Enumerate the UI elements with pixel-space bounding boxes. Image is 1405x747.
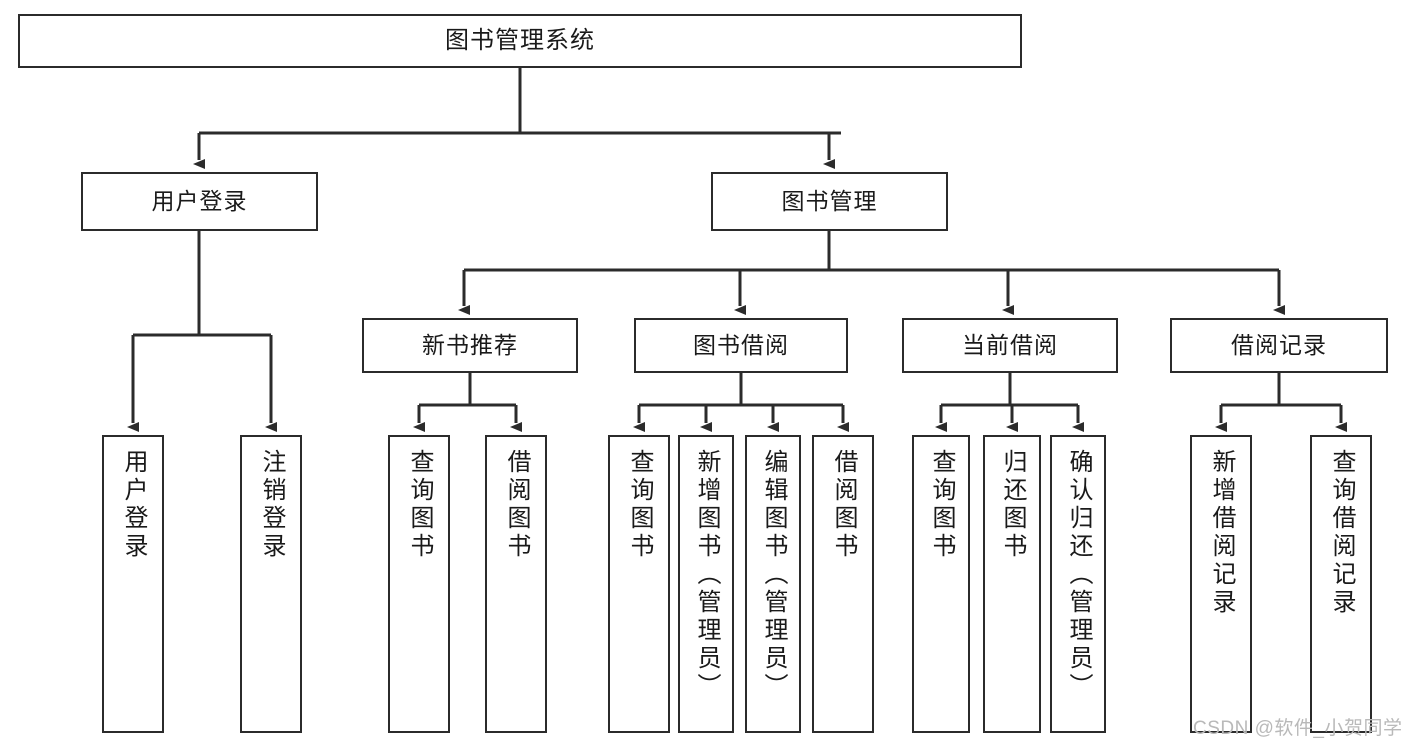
- leaf-edit-book-admin-label: 编辑图书（管理员）: [760, 449, 787, 701]
- node-level3-current-borrow-label: 当前借阅: [962, 332, 1058, 359]
- node-level3-current-borrow[interactable]: 当前借阅: [902, 318, 1118, 373]
- leaf-edit-book-admin[interactable]: 编辑图书（管理员）: [745, 435, 801, 733]
- leaf-query-book-recommend[interactable]: 查询图书: [388, 435, 450, 733]
- leaf-add-borrow-record-label: 新增借阅记录: [1208, 449, 1235, 617]
- leaf-user-login[interactable]: 用户登录: [102, 435, 164, 733]
- leaf-confirm-return-admin-label: 确认归还（管理员）: [1065, 449, 1092, 701]
- leaf-borrow-book-recommend[interactable]: 借阅图书: [485, 435, 547, 733]
- leaf-borrow-book-recommend-label: 借阅图书: [503, 449, 530, 561]
- leaf-logout[interactable]: 注销登录: [240, 435, 302, 733]
- leaf-borrow-book[interactable]: 借阅图书: [812, 435, 874, 733]
- leaf-query-book-borrow[interactable]: 查询图书: [608, 435, 670, 733]
- node-level3-borrow-record[interactable]: 借阅记录: [1170, 318, 1388, 373]
- node-level2-user-login[interactable]: 用户登录: [81, 172, 318, 231]
- node-level3-borrow-record-label: 借阅记录: [1231, 332, 1327, 359]
- leaf-add-book-admin[interactable]: 新增图书（管理员）: [678, 435, 734, 733]
- node-level3-book-borrow-label: 图书借阅: [693, 332, 789, 359]
- node-level3-new-book-recommend-label: 新书推荐: [422, 332, 518, 359]
- leaf-query-book-current-label: 查询图书: [928, 449, 955, 561]
- leaf-return-book-label: 归还图书: [999, 449, 1026, 561]
- node-root[interactable]: 图书管理系统: [18, 14, 1022, 68]
- leaf-borrow-book-label: 借阅图书: [830, 449, 857, 561]
- node-level3-new-book-recommend[interactable]: 新书推荐: [362, 318, 578, 373]
- leaf-confirm-return-admin[interactable]: 确认归还（管理员）: [1050, 435, 1106, 733]
- leaf-add-book-admin-label: 新增图书（管理员）: [693, 449, 720, 701]
- leaf-query-book-current[interactable]: 查询图书: [912, 435, 970, 733]
- leaf-query-borrow-record-label: 查询借阅记录: [1328, 449, 1355, 617]
- node-root-label: 图书管理系统: [445, 27, 595, 55]
- leaf-user-login-label: 用户登录: [120, 449, 147, 561]
- node-level3-book-borrow[interactable]: 图书借阅: [634, 318, 848, 373]
- leaf-query-book-recommend-label: 查询图书: [406, 449, 433, 561]
- node-level2-book-management[interactable]: 图书管理: [711, 172, 948, 231]
- watermark: CSDN @软件_小贺同学: [1193, 718, 1403, 739]
- leaf-add-borrow-record[interactable]: 新增借阅记录: [1190, 435, 1252, 733]
- node-level2-user-login-label: 用户登录: [151, 188, 248, 215]
- leaf-query-book-borrow-label: 查询图书: [626, 449, 653, 561]
- leaf-query-borrow-record[interactable]: 查询借阅记录: [1310, 435, 1372, 733]
- leaf-logout-label: 注销登录: [258, 449, 285, 561]
- node-level2-book-management-label: 图书管理: [781, 188, 878, 215]
- leaf-return-book[interactable]: 归还图书: [983, 435, 1041, 733]
